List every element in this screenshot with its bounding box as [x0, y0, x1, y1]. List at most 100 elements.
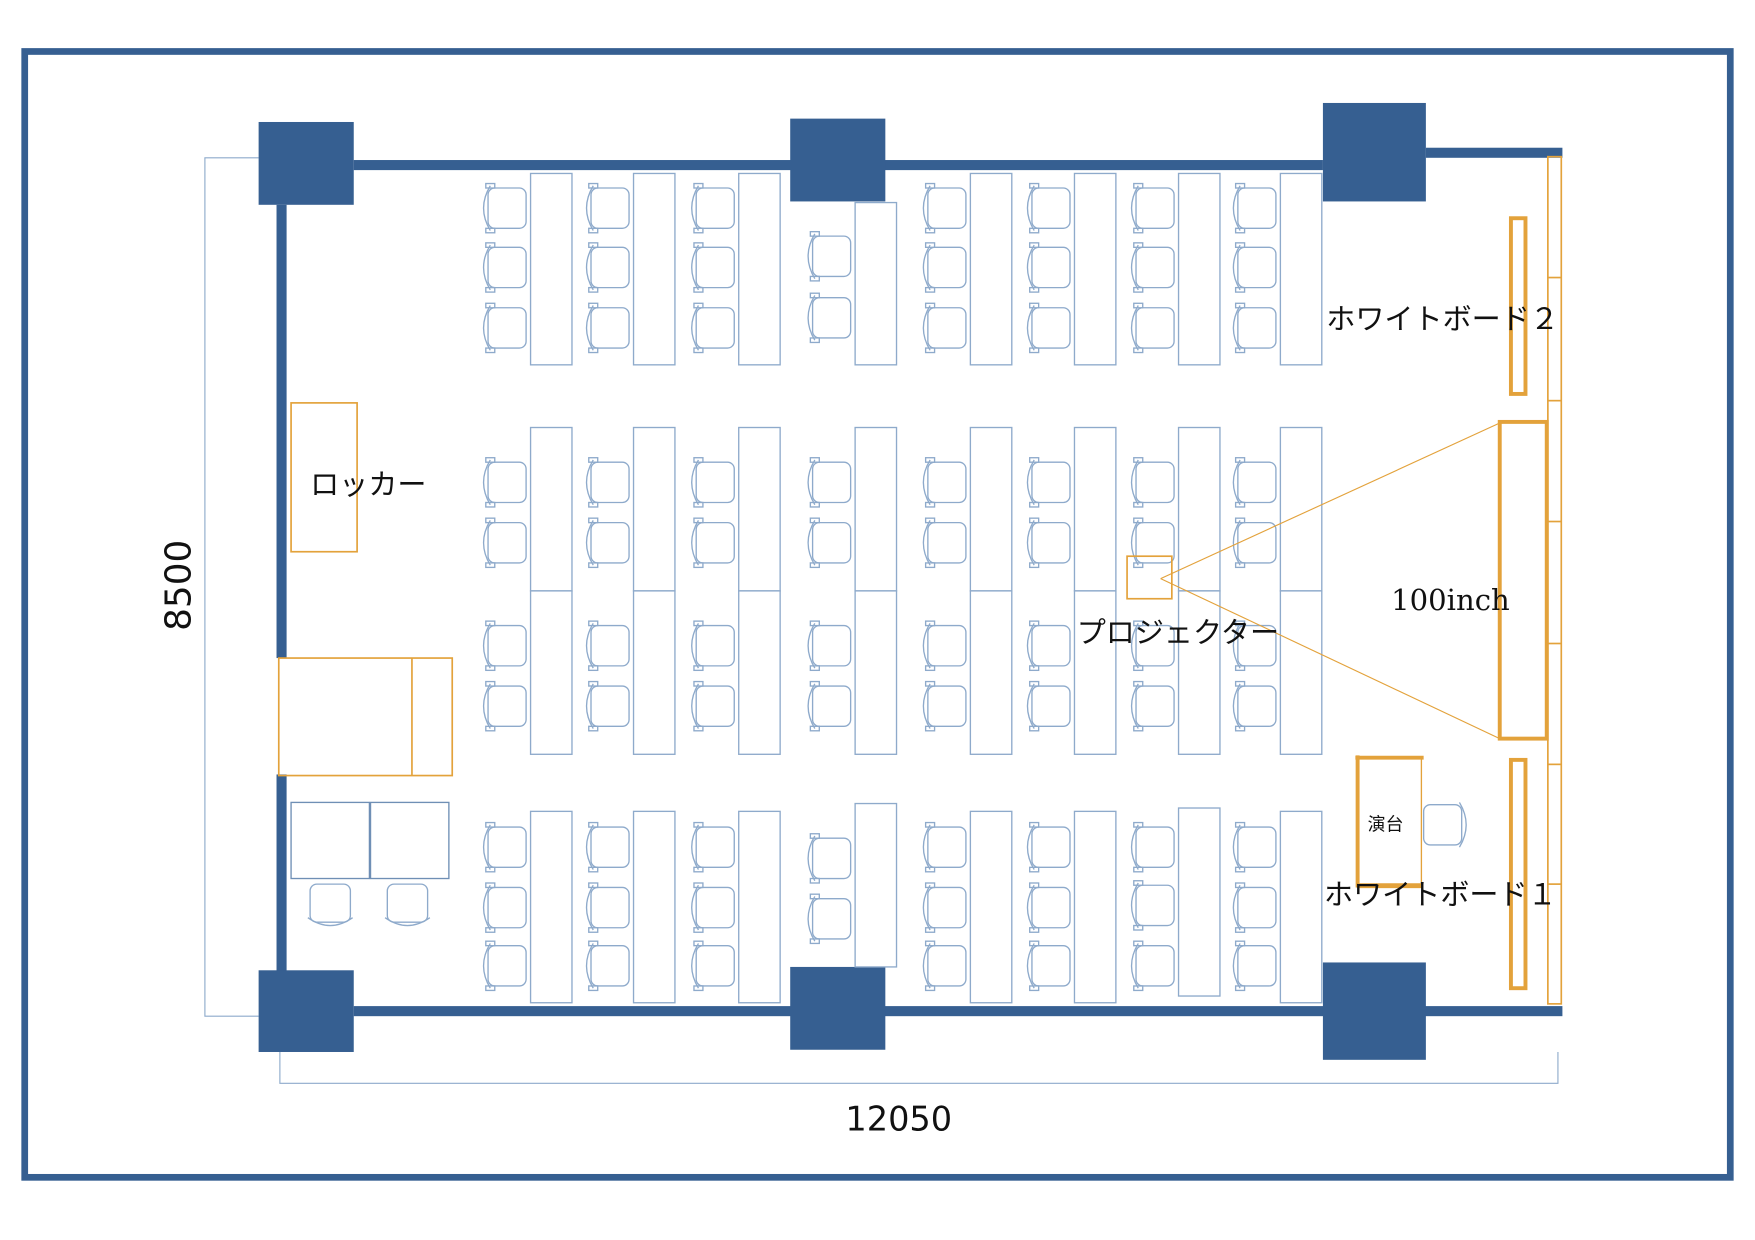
chair	[585, 242, 630, 293]
chair	[1130, 880, 1175, 931]
chair	[1232, 882, 1277, 933]
desk	[1279, 426, 1323, 592]
chair	[691, 620, 735, 672]
desk	[854, 426, 898, 592]
chair	[691, 517, 735, 569]
chair	[1232, 680, 1277, 732]
chair	[1026, 882, 1071, 933]
chair	[482, 821, 527, 873]
chair	[807, 620, 852, 672]
chair	[691, 680, 735, 732]
chair	[482, 517, 527, 569]
chair	[922, 680, 967, 732]
chair	[482, 182, 527, 234]
podium	[1355, 755, 1424, 889]
chair	[807, 292, 852, 344]
desk	[1073, 590, 1117, 755]
chair	[691, 882, 735, 933]
chair	[585, 940, 630, 992]
chair	[1232, 242, 1277, 293]
chair	[1232, 457, 1277, 508]
chair	[1026, 457, 1071, 508]
chair	[1026, 940, 1071, 992]
chair	[482, 457, 527, 508]
desk	[969, 590, 1013, 755]
chair	[922, 882, 967, 933]
cabinet	[277, 657, 454, 777]
desk	[738, 810, 781, 1004]
desk-area	[529, 172, 1323, 1004]
width-dimension-line	[279, 1051, 1559, 1084]
projection-screen	[1497, 419, 1549, 741]
desk	[1073, 172, 1117, 366]
desk	[969, 426, 1013, 592]
chair	[807, 680, 852, 732]
chair	[1026, 302, 1071, 354]
chair	[1026, 821, 1071, 873]
chair	[922, 517, 967, 569]
desk	[854, 590, 898, 755]
chair	[1130, 457, 1175, 508]
chair	[482, 242, 527, 293]
screen-size-label: 100inch	[1391, 583, 1510, 617]
desk	[632, 810, 676, 1004]
chair	[807, 230, 852, 282]
depth-dimension-label: 8500	[158, 540, 199, 631]
chair	[1232, 940, 1277, 992]
chair	[482, 882, 527, 933]
chair	[1026, 620, 1071, 672]
desk	[738, 172, 781, 366]
chair	[482, 680, 527, 732]
chair	[482, 940, 527, 992]
chair	[691, 457, 735, 508]
chair	[585, 620, 630, 672]
desk	[854, 201, 898, 366]
chair	[307, 883, 354, 927]
desk	[969, 810, 1013, 1004]
chair	[585, 457, 630, 508]
chair	[1232, 517, 1277, 569]
chair	[1130, 821, 1175, 873]
desk	[1177, 172, 1221, 366]
chair	[1130, 940, 1175, 992]
chair	[691, 182, 735, 234]
desk	[1073, 810, 1117, 1004]
whiteboard-1-label: ホワイトボード１	[1324, 877, 1557, 911]
desk	[1279, 810, 1323, 1004]
chair	[807, 457, 852, 508]
desk	[969, 172, 1013, 366]
chair	[922, 620, 967, 672]
chair	[1232, 182, 1277, 234]
whiteboard-2-label: ホワイトボード２	[1326, 302, 1559, 336]
chair	[922, 940, 967, 992]
desk	[529, 810, 573, 1004]
locker	[290, 402, 358, 553]
width-dimension-label: 12050	[845, 1099, 952, 1138]
chair	[1130, 242, 1175, 293]
chair	[585, 680, 630, 732]
chair	[807, 893, 852, 945]
desk	[1279, 590, 1323, 755]
podium-label: 演台	[1368, 814, 1404, 835]
chair	[1026, 680, 1071, 732]
chair	[807, 517, 852, 569]
desk	[632, 426, 676, 592]
chair	[691, 940, 735, 992]
chair	[1130, 620, 1175, 672]
chair	[585, 821, 630, 873]
desk	[1177, 426, 1221, 592]
chair	[585, 302, 630, 354]
chair	[691, 242, 735, 293]
desk	[738, 590, 781, 755]
desk	[529, 172, 573, 366]
desk	[529, 590, 573, 755]
chair	[807, 833, 852, 884]
chair	[1026, 517, 1071, 569]
chair	[384, 883, 431, 927]
chair	[585, 882, 630, 933]
chair	[1130, 302, 1175, 354]
chair	[1026, 182, 1071, 234]
desk	[529, 426, 573, 592]
